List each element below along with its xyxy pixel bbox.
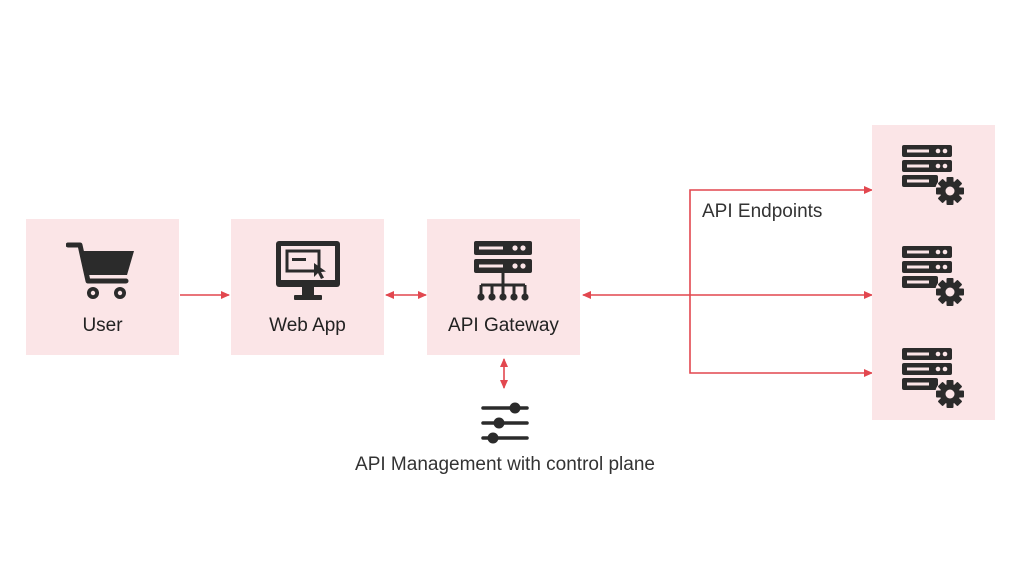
management-caption: API Management with control plane	[355, 454, 655, 475]
sliders-icon	[481, 402, 529, 444]
server-gear-icon	[902, 145, 965, 206]
monitor-browser-icon	[276, 241, 340, 300]
shopping-cart-icon	[66, 242, 134, 299]
endpoints-panel	[872, 125, 995, 420]
server-network-icon	[474, 241, 532, 301]
endpoints-caption: API Endpoints	[702, 201, 823, 222]
user-node: User	[26, 219, 179, 355]
webapp-node: Web App	[231, 219, 384, 355]
arrow-to-endpoint-3	[689, 295, 873, 377]
user-label: User	[82, 315, 123, 336]
arrow-to-endpoint-1	[689, 186, 873, 295]
gateway-label: API Gateway	[448, 315, 559, 336]
server-gear-icon	[902, 246, 965, 307]
gateway-node: API Gateway	[427, 219, 580, 355]
server-gear-icon	[902, 348, 965, 409]
webapp-label: Web App	[269, 315, 346, 336]
